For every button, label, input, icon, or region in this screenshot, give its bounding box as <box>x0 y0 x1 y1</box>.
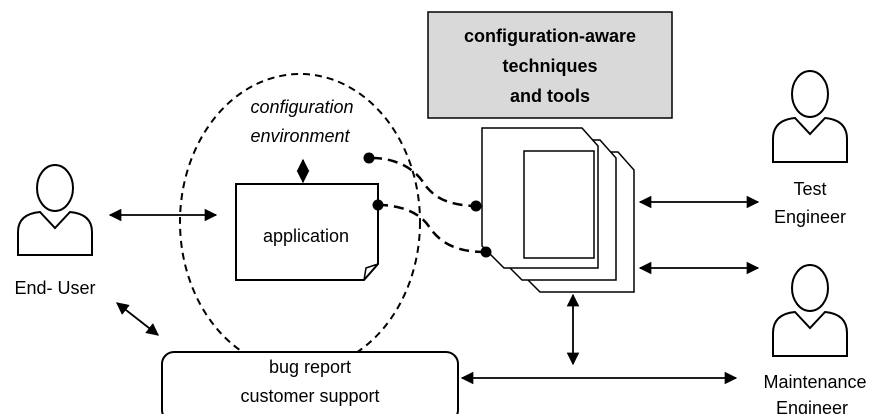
test-engineer-label-1: Test <box>793 179 826 199</box>
socket-dot <box>480 246 492 258</box>
config-env-line-1: configuration <box>250 97 353 117</box>
test-engineer-label-2: Engineer <box>774 207 846 227</box>
document-stack-icon <box>481 127 635 293</box>
end-user-label: End- User <box>14 278 95 298</box>
application-label: application <box>263 226 349 246</box>
person-icon <box>772 264 848 357</box>
maintenance-engineer-label-2: Engineer <box>776 398 848 414</box>
document-icon <box>363 263 379 281</box>
tools-box: configuration-aware techniques and tools <box>427 11 673 119</box>
enduser-bugreport-arrow <box>116 302 159 336</box>
person-icon <box>17 164 93 256</box>
application-document: application <box>235 183 379 281</box>
socket-dot <box>372 199 384 211</box>
bug-report-line-1: bug report <box>269 357 351 377</box>
tools-line-3: and tools <box>510 86 590 106</box>
bug-report-line-2: customer support <box>240 386 379 406</box>
config-env-line-2: environment <box>250 126 350 146</box>
tools-line-1: configuration-aware <box>464 26 636 46</box>
person-icon <box>772 70 848 163</box>
maintenance-engineer-label-1: Maintenance <box>763 372 866 392</box>
socket-dot <box>470 200 482 212</box>
socket-dot <box>363 152 375 164</box>
arrows <box>108 195 760 385</box>
tools-line-2: techniques <box>502 56 597 76</box>
socket-connectors <box>371 156 486 254</box>
bug-report-box: bug report customer support <box>161 351 459 419</box>
